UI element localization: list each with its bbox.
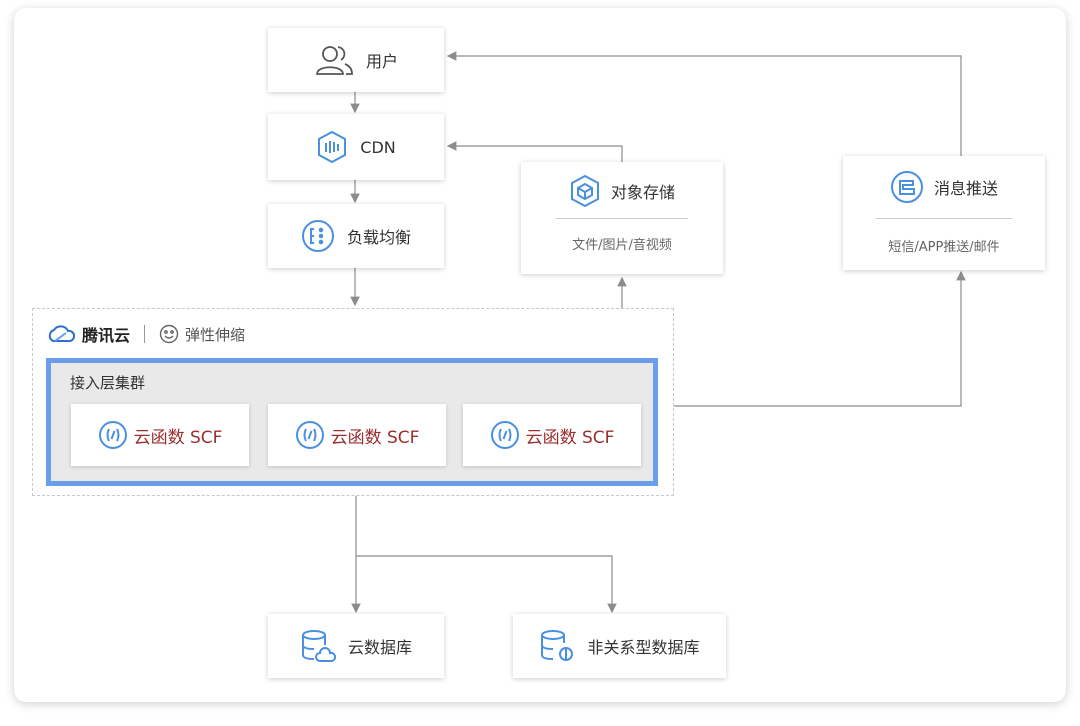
scf-label: 云函数 SCF xyxy=(133,427,223,448)
user-label: 用户 xyxy=(365,52,398,71)
object-storage-subtitle: 文件/图片/音视频 xyxy=(572,238,672,253)
divider xyxy=(876,218,1012,219)
load-balancer-node[interactable]: 负载均衡 xyxy=(268,204,444,268)
divider xyxy=(556,218,688,219)
scf-label: 云函数 SCF xyxy=(525,427,615,448)
scf-icon xyxy=(490,420,520,450)
auto-scaling-label: 弹性伸缩 xyxy=(185,325,246,344)
cloud-database-icon xyxy=(300,628,337,664)
arrow-msg-user xyxy=(446,51,962,156)
load-balancer-label: 负载均衡 xyxy=(346,228,411,247)
cloud-database-label: 云数据库 xyxy=(347,638,412,657)
scf-node-1[interactable]: 云函数 SCF xyxy=(71,404,249,466)
cdn-label: CDN xyxy=(360,137,396,157)
brand-label: 腾讯云 xyxy=(82,326,131,345)
header-divider xyxy=(144,325,146,343)
cloud-database-node[interactable]: 云数据库 xyxy=(268,614,444,678)
user-icon xyxy=(314,43,354,77)
tencent-cloud-logo xyxy=(46,324,76,344)
scf-node-3[interactable]: 云函数 SCF xyxy=(463,404,641,466)
arrow-cos-cdn xyxy=(446,141,623,162)
message-push-node[interactable]: 消息推送 短信/APP推送/邮件 xyxy=(843,156,1045,270)
scf-icon xyxy=(98,420,128,450)
object-storage-title: 对象存储 xyxy=(610,183,675,202)
arrow-cluster-msg xyxy=(674,270,966,407)
cdn-node[interactable]: CDN xyxy=(268,114,444,180)
nosql-database-label: 非关系型数据库 xyxy=(587,638,700,657)
nosql-database-node[interactable]: 非关系型数据库 xyxy=(513,614,726,678)
message-push-title: 消息推送 xyxy=(933,179,998,198)
auto-scaling-icon xyxy=(159,324,179,344)
nosql-database-icon xyxy=(539,628,575,664)
cluster-title: 接入层集群 xyxy=(70,374,146,392)
scf-icon xyxy=(295,420,325,450)
user-node[interactable]: 用户 xyxy=(268,28,444,92)
object-storage-icon xyxy=(569,174,601,208)
cdn-icon xyxy=(316,130,348,164)
scf-node-2[interactable]: 云函数 SCF xyxy=(268,404,446,466)
cluster-container xyxy=(32,308,674,496)
object-storage-node[interactable]: 对象存储 文件/图片/音视频 xyxy=(521,162,723,274)
message-push-subtitle: 短信/APP推送/邮件 xyxy=(888,240,1000,255)
diagram-canvas xyxy=(14,8,1066,702)
cluster-header: 腾讯云 弹性伸缩 xyxy=(46,320,245,348)
arrow-cluster-nosql xyxy=(356,555,617,614)
scf-label: 云函数 SCF xyxy=(330,427,420,448)
message-push-icon xyxy=(890,170,924,204)
load-balancer-icon xyxy=(301,219,335,253)
